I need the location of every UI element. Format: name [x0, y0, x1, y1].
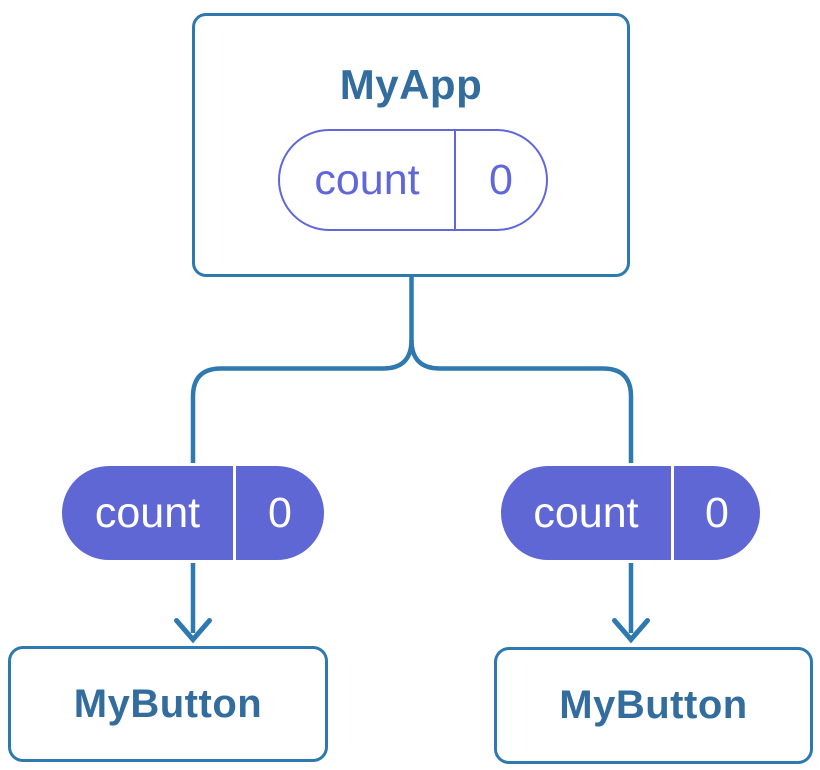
button-node-card: MyButton [8, 646, 328, 762]
prop-pill-key: count [533, 488, 639, 537]
state-pill-key: count [314, 155, 420, 204]
prop-pill: count 0 [59, 463, 327, 563]
arrow-down-icon [612, 618, 650, 644]
app-node-title: MyApp [339, 61, 483, 108]
edge-fork-right [409, 339, 634, 633]
button-node-title: MyButton [559, 683, 748, 727]
app-node-card: MyApp count 0 [192, 13, 630, 277]
arrow-down-icon [174, 618, 212, 644]
prop-pill-key: count [94, 488, 201, 537]
button-node-card: MyButton [494, 647, 813, 764]
prop-pill-value: 0 [705, 488, 729, 537]
edge-fork-left [190, 339, 414, 633]
state-pill-value: 0 [489, 155, 513, 204]
pill-divider [454, 131, 456, 229]
button-node-title: MyButton [73, 681, 263, 726]
pill-divider [671, 466, 674, 560]
state-pill: count 0 [278, 129, 548, 231]
pill-divider [233, 466, 236, 560]
prop-pill-value: 0 [268, 488, 292, 537]
prop-pill: count 0 [498, 463, 763, 563]
